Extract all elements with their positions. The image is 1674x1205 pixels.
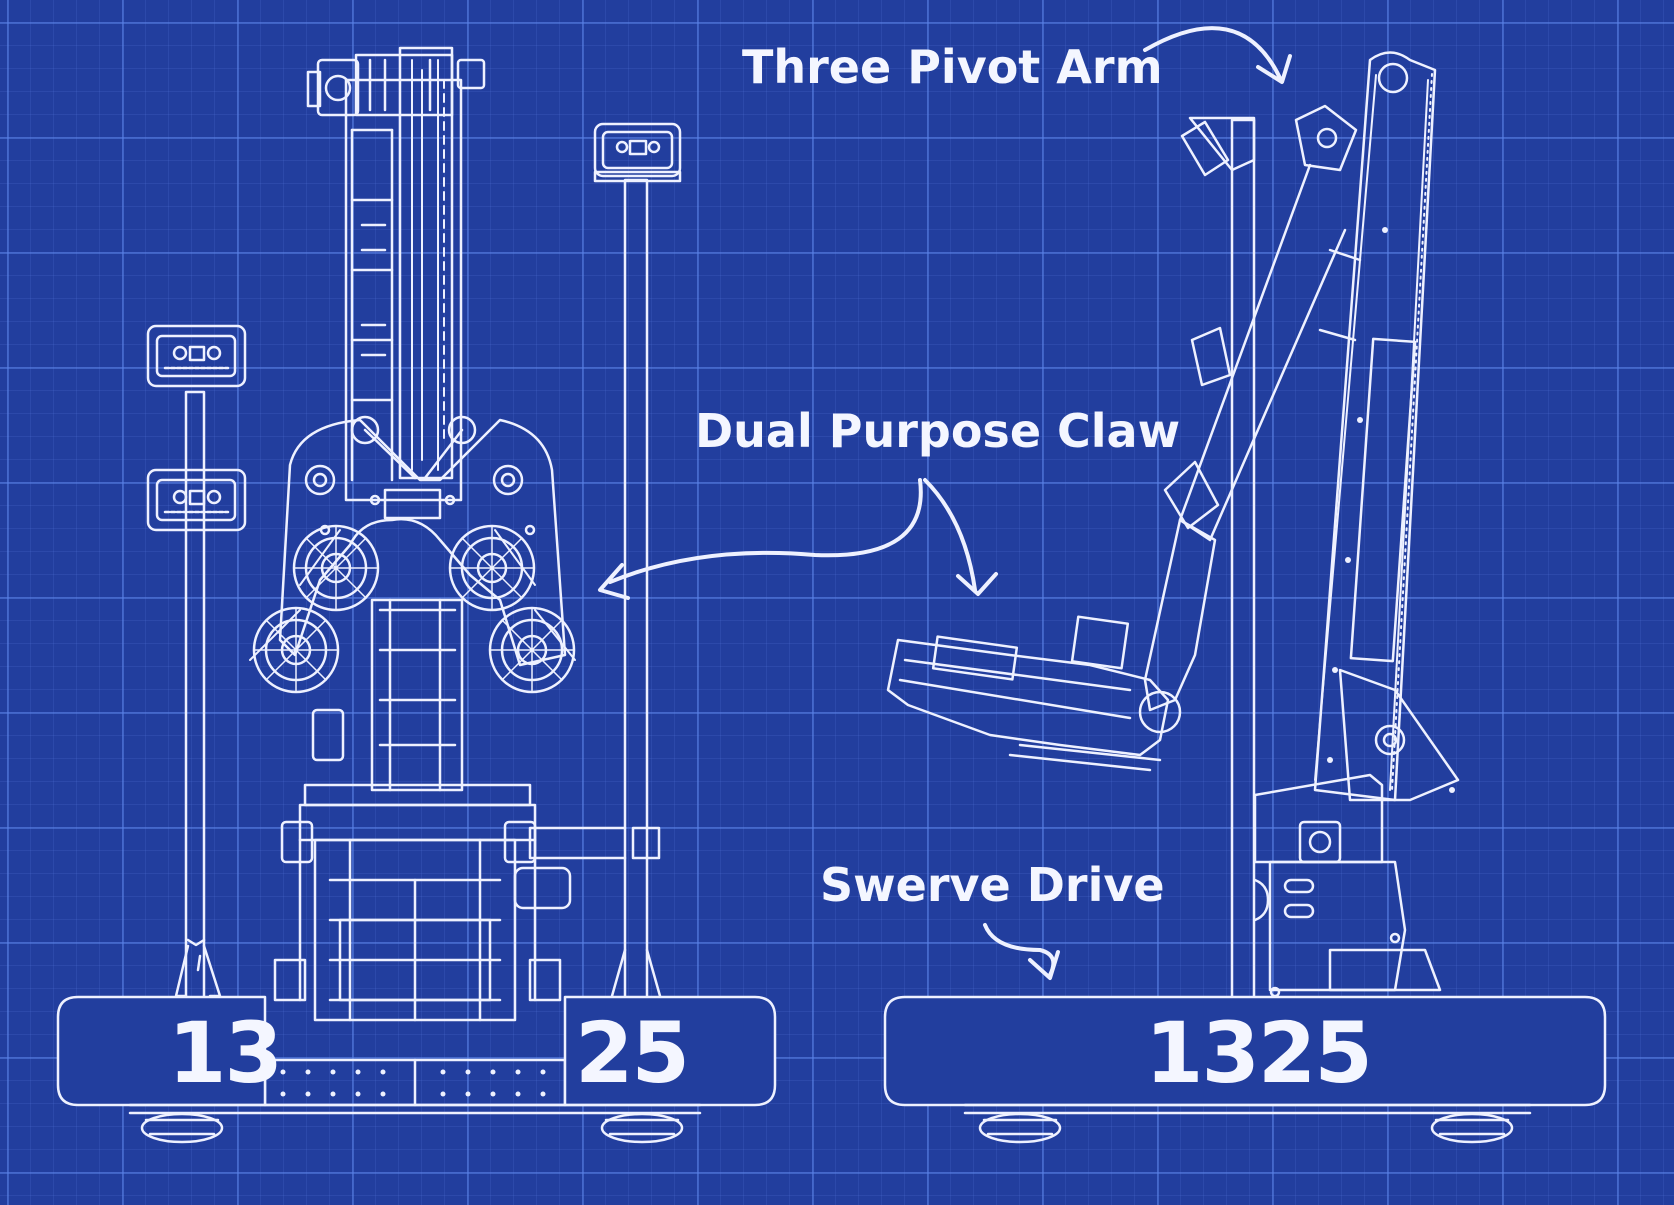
front-chassis — [263, 783, 572, 1107]
bumper-number-13: 13 — [168, 1004, 283, 1102]
label-swerve-drive: Swerve Drive — [820, 858, 1165, 912]
bumper-number-1325: 1325 — [1145, 1004, 1373, 1102]
front-left-upper-sign — [146, 324, 247, 388]
claw-right-upper-wheel — [448, 524, 536, 612]
label-dual-purpose-claw: Dual Purpose Claw — [695, 404, 1181, 458]
side-view-robot — [883, 51, 1607, 1144]
side-chassis — [1253, 773, 1442, 998]
front-left-wheel — [140, 1112, 224, 1144]
front-right-wheel — [600, 1112, 684, 1144]
front-left-lower-sign — [146, 468, 247, 532]
arrow-three-pivot-arm — [1143, 26, 1292, 84]
side-vertical-mast — [1163, 116, 1256, 1002]
side-left-wheel — [978, 1112, 1062, 1144]
arrow-swerve-drive — [983, 923, 1060, 980]
front-right-sign — [593, 122, 682, 178]
side-dual-purpose-claw — [886, 518, 1217, 772]
claw-left-upper-wheel — [292, 524, 380, 612]
front-view-robot — [56, 46, 777, 1144]
claw-left-lower-wheel — [252, 606, 340, 694]
claw-right-lower-wheel — [488, 606, 576, 694]
arrow-claw-to-front — [598, 478, 923, 600]
front-left-pole — [174, 390, 222, 1002]
side-three-pivot-arm — [1178, 51, 1460, 802]
side-bumper — [883, 995, 1607, 1115]
front-dual-purpose-claw — [249, 415, 576, 694]
front-bumper — [56, 995, 777, 1115]
label-three-pivot-arm: Three Pivot Arm — [742, 40, 1163, 94]
side-right-wheel — [1430, 1112, 1514, 1144]
bumper-number-25: 25 — [575, 1004, 690, 1102]
annotation-arrows — [598, 26, 1292, 980]
arrow-claw-to-side — [923, 478, 998, 596]
